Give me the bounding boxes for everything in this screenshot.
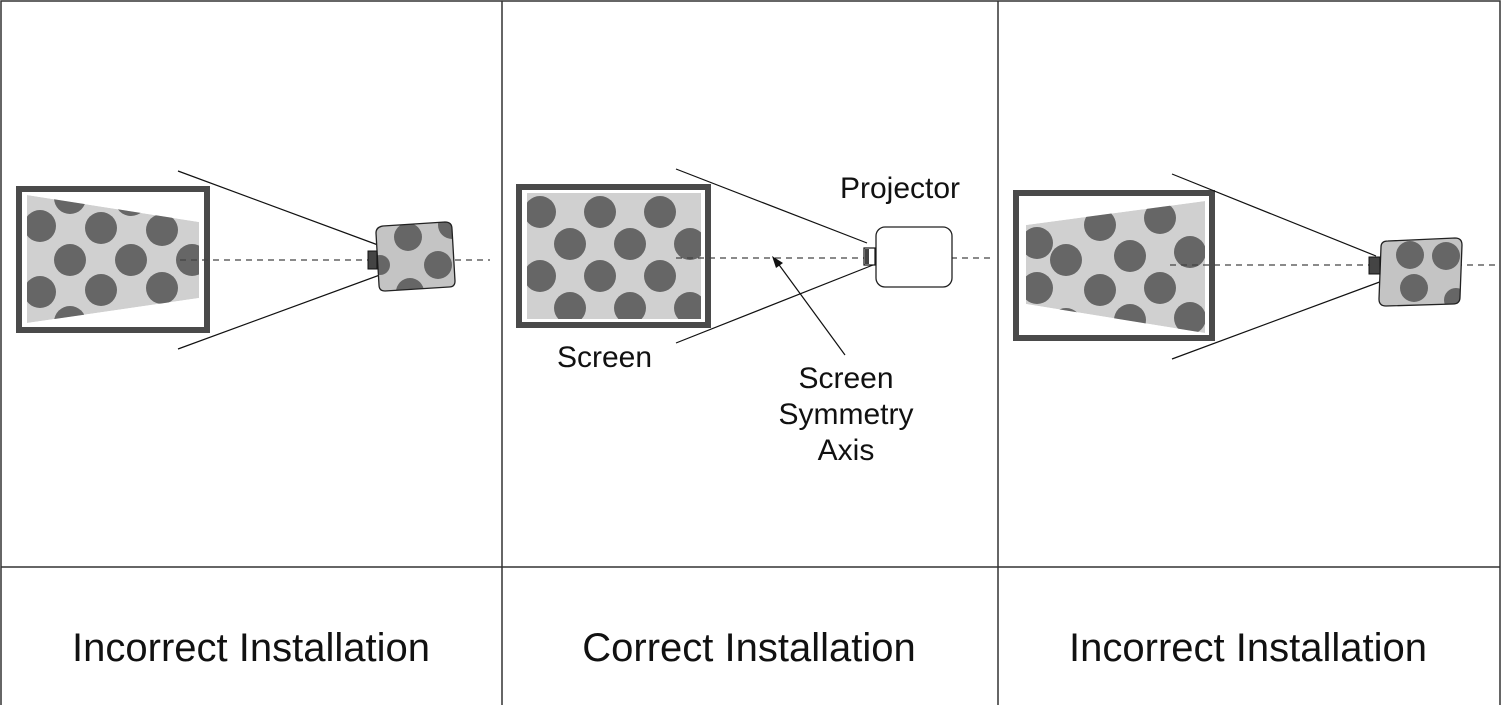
projector-body	[1368, 237, 1463, 307]
caption-middle: Correct Installation	[582, 626, 915, 670]
pointer-arrowhead	[772, 256, 783, 268]
beam-line-bottom	[177, 271, 389, 350]
beam-line-bottom	[675, 264, 874, 344]
screen-image	[527, 193, 701, 319]
projector-lens	[367, 250, 378, 270]
screen-label: Screen	[557, 341, 652, 374]
projector-lens	[1368, 256, 1381, 275]
beam-line-top	[177, 170, 379, 246]
middle-panel-illustration	[516, 168, 990, 356]
beam-line-top	[1171, 173, 1377, 257]
beam-line-bottom	[1171, 279, 1386, 360]
right-panel-illustration	[1013, 173, 1500, 360]
caption-right: Incorrect Installation	[1069, 626, 1427, 670]
projector-body	[863, 226, 953, 288]
projector-body	[367, 221, 456, 292]
caption-left: Incorrect Installation	[72, 626, 430, 670]
keystone-image	[1026, 201, 1205, 333]
projector-lens	[863, 247, 876, 266]
symmetry-axis-pointer	[776, 261, 846, 356]
symmetry-axis-label-line1: Screen	[798, 362, 893, 395]
symmetry-axis-label-line2: Symmetry	[779, 398, 914, 431]
left-panel-illustration	[16, 170, 490, 350]
symmetry-axis-label-line3: Axis	[818, 434, 875, 467]
beam-line-top	[675, 168, 868, 244]
projector-label: Projector	[840, 172, 960, 205]
